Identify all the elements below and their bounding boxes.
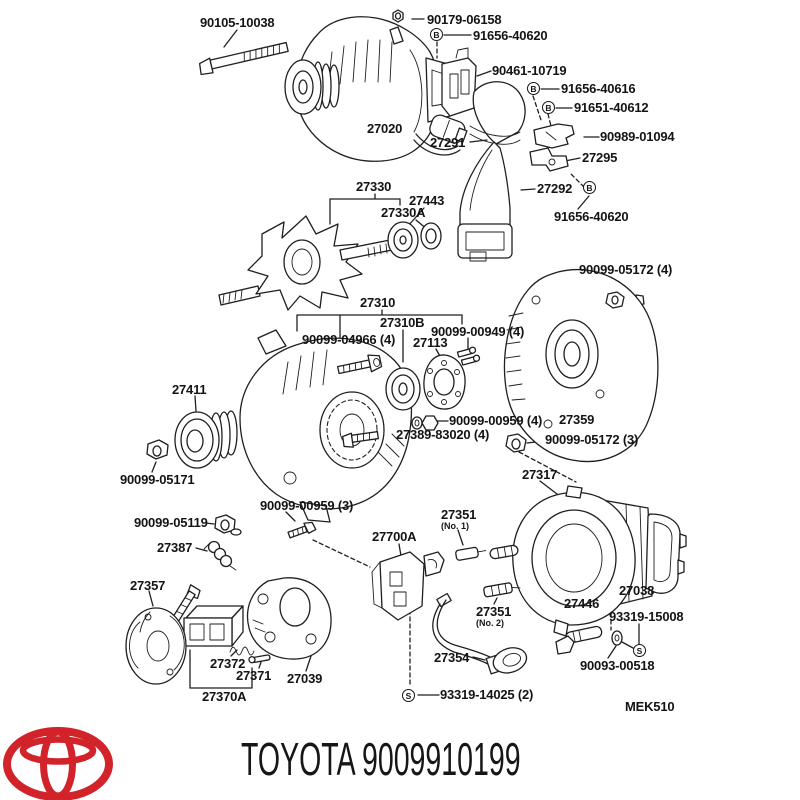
- part-label-91656-40620-a: 91656-40620: [473, 28, 548, 43]
- part-label-27411: 27411: [172, 382, 207, 397]
- part-label-90099-05172-4: 90099-05172 (4): [579, 262, 673, 277]
- part-label-27389-83020: 27389-83020 (4): [396, 427, 490, 442]
- brush-drawings: [455, 544, 521, 598]
- part-label-27310: 27310: [360, 295, 396, 310]
- part-number-note: (No. 2): [476, 617, 504, 628]
- drawing-code: MEK510: [625, 699, 675, 714]
- mounting-bolt-drawing: [198, 41, 289, 76]
- part-label-27292: 27292: [537, 181, 573, 196]
- rotor-drawing: [218, 215, 393, 311]
- brush-holder-drawing: [371, 551, 445, 621]
- part-label-27370a: 27370A: [202, 689, 247, 704]
- part-label-27700a: 27700A: [372, 529, 417, 544]
- rear-housing-drawing: [512, 485, 687, 637]
- terminal-drawings: [555, 625, 623, 655]
- front-bearing-drawing: [385, 354, 466, 411]
- part-label-27446: 27446: [564, 596, 600, 611]
- brush-box-drawing: [183, 605, 271, 664]
- part-label-90105-10038: 90105-10038: [200, 15, 275, 30]
- end-plate-drawing: [246, 577, 332, 660]
- part-label-27387: 27387: [157, 540, 193, 555]
- part-number: 27351: [476, 604, 512, 619]
- part-label-27038: 27038: [619, 583, 655, 598]
- rear-cover-drawing: [503, 268, 659, 463]
- diagram-artwork: [125, 9, 687, 696]
- part-label-90179-06158: 90179-06158: [427, 12, 502, 27]
- screw-marker-s-2: S: [402, 689, 415, 702]
- bolt-marker-b-3: B: [542, 101, 555, 114]
- clamp-drawings: [529, 123, 575, 172]
- retainer-drawing: [125, 584, 201, 685]
- part-label-27371: 27371: [236, 668, 272, 683]
- screw-marker-s-1: S: [633, 644, 646, 657]
- part-label-27443: 27443: [409, 193, 445, 208]
- part-label-91656-40616: 91656-40616: [561, 81, 636, 96]
- part-label-90099-05119: 90099-05119: [134, 515, 208, 530]
- part-label-90099-05171: 90099-05171: [120, 472, 195, 487]
- brand-part-number-text: TOYOTA 9009910199: [241, 733, 521, 785]
- bolt-marker-b-4: B: [583, 181, 596, 194]
- part-label-90099-05172-3: 90099-05172 (3): [545, 432, 639, 447]
- part-label-27330a: 27330A: [381, 205, 426, 220]
- part-label-27359: 27359: [559, 412, 595, 427]
- part-label-90093-00518: 90093-00518: [580, 658, 655, 673]
- part-label-27372: 27372: [210, 656, 246, 671]
- part-label-90099-00949: 90099-00949 (4): [431, 324, 525, 339]
- part-label-91656-40620-b: 91656-40620: [554, 209, 629, 224]
- part-label-27351-no1: 27351 (No. 1): [441, 508, 476, 531]
- part-label-27291: 27291: [430, 135, 466, 150]
- part-label-27113: 27113: [413, 335, 448, 350]
- small-fitting-drawings: [203, 514, 317, 571]
- toyota-logo: [3, 727, 113, 800]
- part-label-27330: 27330: [356, 179, 392, 194]
- part-label-27020: 27020: [367, 121, 403, 136]
- lead-wire-drawing: [432, 592, 528, 675]
- part-label-27357: 27357: [130, 578, 166, 593]
- middle-fastener-drawings: [336, 346, 527, 453]
- part-label-91651-40612: 91651-40612: [574, 100, 649, 115]
- part-label-90099-00959-4: 90099-00959 (4): [449, 413, 543, 428]
- part-number: 27351: [441, 507, 477, 522]
- front-bracket-drawing: [239, 329, 413, 523]
- part-label-27039: 27039: [287, 671, 323, 686]
- part-label-27310b: 27310B: [380, 315, 425, 330]
- rear-bearing-drawing: [387, 221, 442, 259]
- bracket-drawing: [441, 47, 477, 117]
- pulley-nut-drawing: [146, 439, 169, 460]
- part-number-note: (No. 1): [441, 520, 469, 531]
- part-label-27354: 27354: [434, 650, 470, 665]
- part-label-27295: 27295: [582, 150, 618, 165]
- alternator-assembly-drawing: [284, 9, 468, 162]
- part-label-93319-14025: 93319-14025 (2): [440, 687, 534, 702]
- part-label-93319-15008: 93319-15008: [609, 609, 684, 624]
- air-duct-drawing: [457, 81, 526, 262]
- part-label-90989-01094: 90989-01094: [600, 129, 675, 144]
- part-label-90461-10719: 90461-10719: [492, 63, 567, 78]
- part-label-27351-no2: 27351 (No. 2): [476, 605, 511, 628]
- bolt-marker-b-2: B: [527, 82, 540, 95]
- part-label-90099-00959-3: 90099-00959 (3): [260, 498, 354, 513]
- part-label-27317: 27317: [522, 467, 558, 482]
- pulley-drawing: [174, 410, 238, 469]
- part-label-90099-04966: 90099-04966 (4): [302, 332, 396, 347]
- bolt-marker-b-1: B: [430, 28, 443, 41]
